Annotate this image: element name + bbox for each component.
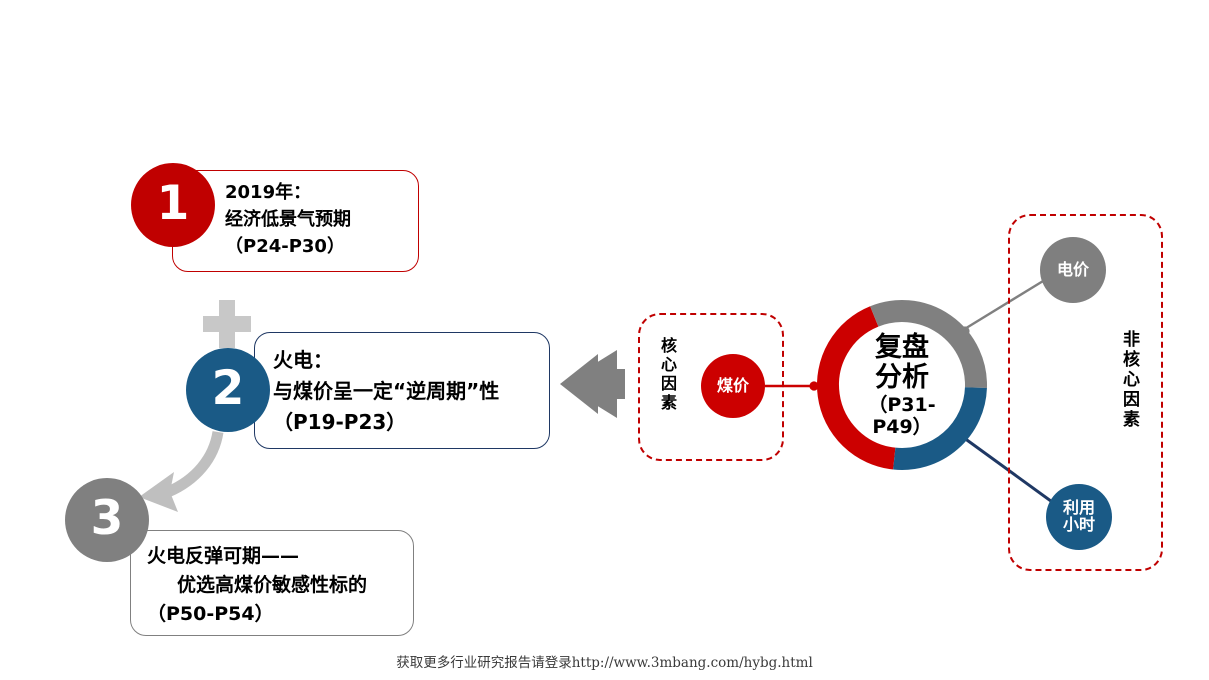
core-factors-label: 核心因素	[658, 337, 677, 413]
curved-arrow-icon	[139, 430, 224, 512]
step-3-line-2: 优选高煤价敏感性标的	[177, 574, 368, 596]
footer-source: 获取更多行业研究报告请登录http://www.3mbang.com/hybg.…	[396, 655, 813, 671]
node-utilization-hours-label-1: 利用	[1062, 498, 1095, 518]
node-utilization-hours-label-2: 小时	[1062, 515, 1095, 534]
node-coal-price-label: 煤价	[716, 375, 749, 395]
review-analysis-donut[interactable]: 复盘 分析 （P31-P49）	[812, 295, 992, 475]
step-3-number: 3	[90, 490, 124, 546]
step-1-text: 2019年： 经济低景气预期 （P24-P30）	[225, 179, 351, 260]
donut-segment-3[interactable]	[893, 386, 987, 470]
step-2-text: 火电： 与煤价呈一定“逆周期”性 （P19-P23）	[273, 345, 499, 438]
step-3-text: 火电反弹可期—— 优选高煤价敏感性标的 （P50-P54）	[147, 542, 367, 629]
coal-price-connector	[765, 381, 820, 391]
step-3-line-3: （P50-P54）	[147, 603, 274, 625]
node-coal-price[interactable]: 煤价	[701, 354, 765, 418]
left-block-arrow-icon	[560, 350, 625, 418]
step-3-line-1: 火电反弹可期——	[147, 545, 300, 567]
step-1-badge[interactable]: 1	[131, 163, 215, 247]
step-1-textbox[interactable]: 2019年： 经济低景气预期 （P24-P30）	[172, 170, 419, 272]
donut-segment-1[interactable]	[817, 306, 896, 470]
donut-svg	[817, 300, 987, 470]
non-core-factors-group	[1008, 214, 1163, 571]
step-1-line-1: 2019年：	[225, 182, 312, 203]
step-2-line-1: 火电：	[273, 348, 333, 372]
core-factors-group	[638, 313, 784, 461]
step-2-line-2: 与煤价呈一定“逆周期”性	[273, 379, 500, 403]
node-electricity-price[interactable]: 电价	[1040, 237, 1106, 303]
step-2-badge[interactable]: 2	[186, 348, 270, 432]
step-2-textbox[interactable]: 火电： 与煤价呈一定“逆周期”性 （P19-P23）	[254, 332, 550, 449]
node-electricity-price-label: 电价	[1056, 259, 1089, 279]
step-3-textbox[interactable]: 火电反弹可期—— 优选高煤价敏感性标的 （P50-P54）	[130, 530, 414, 636]
node-utilization-hours[interactable]: 利用 小时	[1046, 484, 1112, 550]
step-3-badge[interactable]: 3	[65, 478, 149, 562]
step-1-line-3: （P24-P30）	[225, 236, 345, 257]
step-1-number: 1	[156, 175, 190, 231]
plus-icon	[203, 300, 251, 348]
donut-segment-2[interactable]	[870, 300, 987, 388]
step-1-line-2: 经济低景气预期	[225, 209, 351, 230]
step-2-number: 2	[211, 360, 245, 416]
step-2-line-3: （P19-P23）	[273, 410, 407, 434]
non-core-factors-label: 非核心因素	[1119, 330, 1139, 430]
